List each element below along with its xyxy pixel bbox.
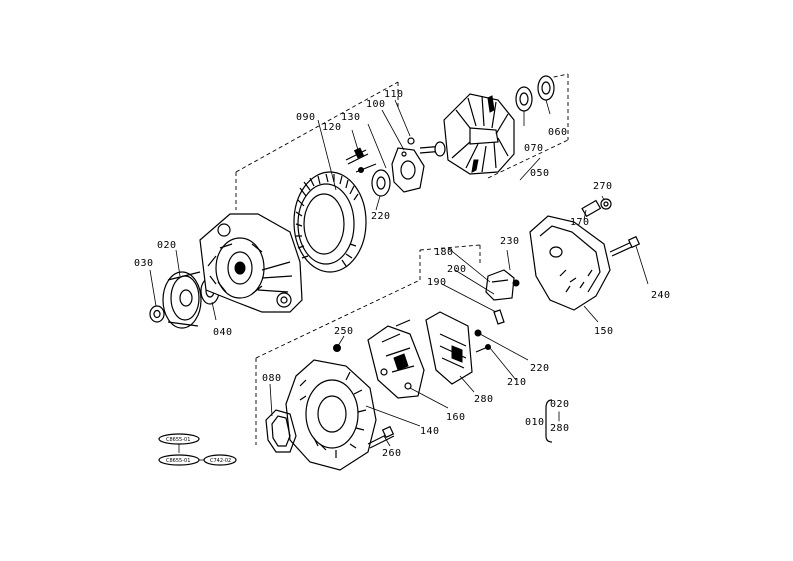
bearing-220 (371, 169, 391, 197)
gasket-080 (265, 409, 297, 453)
label-060: 060 (548, 127, 568, 138)
badge-3-text: C742-02 (210, 458, 231, 464)
rotor-050 (419, 93, 515, 175)
screw-130 (355, 163, 377, 173)
end-frame-140 (285, 359, 377, 471)
screw-230 (512, 279, 520, 287)
label-010: 010 (525, 417, 545, 428)
label-030: 030 (134, 258, 154, 269)
rear-cover-150 (529, 215, 611, 311)
label-220-lower: 220 (530, 363, 550, 374)
label-210: 210 (507, 377, 527, 388)
nut-030 (149, 305, 165, 323)
cover-060 (537, 75, 555, 101)
bolt-110 (407, 137, 415, 145)
label-070: 070 (524, 143, 544, 154)
bracket-bottom-280: 280 (550, 423, 570, 434)
bolt-260 (367, 425, 395, 449)
leader-lines (149, 99, 649, 447)
terminal-190 (493, 309, 505, 325)
label-150: 150 (594, 326, 614, 337)
assembly-bracket: 010 020 | 280 (525, 399, 570, 443)
drive-end-frame (199, 213, 303, 313)
brush-holder-280 (425, 311, 473, 385)
bushing-170 (581, 199, 602, 218)
label-200: 200 (447, 264, 467, 275)
label-040: 040 (213, 327, 233, 338)
label-250: 250 (334, 326, 354, 337)
label-100: 100 (366, 99, 386, 110)
label-080: 080 (262, 373, 282, 384)
reference-badges: C8655-01 C8655-01 C742-02 (158, 433, 237, 466)
nut-250 (333, 344, 341, 352)
label-190: 190 (427, 277, 447, 288)
retainer-plate-100 (391, 147, 425, 193)
label-220-upper: 220 (371, 211, 391, 222)
regulator-230 (485, 269, 515, 301)
part-labels: 030 020 040 090 120 130 100 110 220 070 … (134, 89, 671, 459)
label-280-part: 280 (474, 394, 494, 405)
pulley-020 (162, 271, 202, 329)
label-260: 260 (382, 448, 402, 459)
screw-120 (345, 147, 369, 165)
screw-210 (475, 344, 491, 353)
label-270: 270 (593, 181, 613, 192)
stator-090 (293, 171, 367, 273)
label-050: 050 (530, 168, 550, 179)
label-160: 160 (446, 412, 466, 423)
badge-2-text: C8655-01 (166, 458, 190, 464)
label-240: 240 (651, 290, 671, 301)
label-180: 180 (434, 247, 454, 258)
nut-270 (600, 198, 612, 210)
assembly-outline-lower (255, 244, 481, 445)
bracket-top-020: 020 (550, 399, 570, 410)
label-230: 230 (500, 236, 520, 247)
assembly-outline-upper (235, 73, 569, 210)
label-020: 020 (157, 240, 177, 251)
label-110: 110 (384, 89, 404, 100)
label-090: 090 (296, 112, 316, 123)
label-140: 140 (420, 426, 440, 437)
bearing-070 (515, 86, 533, 112)
bracket-sep: | (556, 411, 563, 422)
badge-1-text: C8655-01 (166, 437, 190, 443)
label-120: 120 (322, 122, 342, 133)
rectifier-160 (367, 319, 425, 399)
screw-220-lower (474, 329, 482, 337)
label-130: 130 (341, 112, 361, 123)
label-170: 170 (570, 217, 590, 228)
bolt-240 (609, 235, 641, 257)
